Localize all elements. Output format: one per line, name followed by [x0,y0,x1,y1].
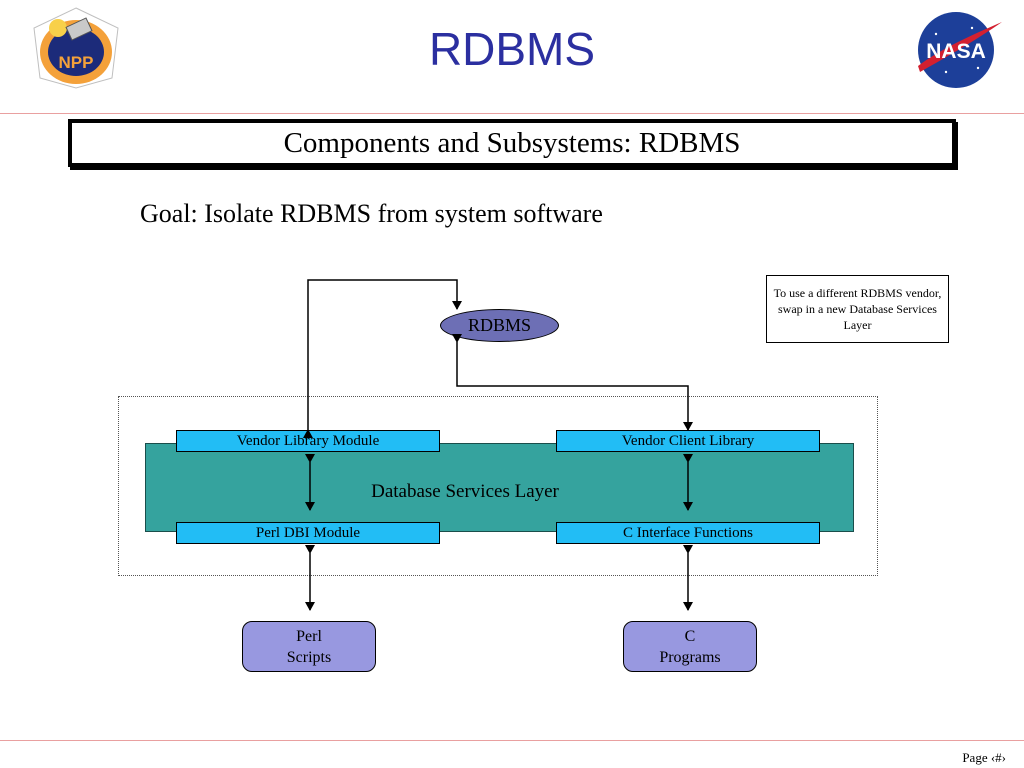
nasa-logo: NASA [912,8,1004,90]
database-services-layer [145,443,854,532]
perl-dbi-module: Perl DBI Module [176,522,440,544]
c-programs-node: C Programs [623,621,757,672]
slide-title: RDBMS [428,23,596,75]
perl-scripts-line-1: Perl [296,627,322,645]
subtitle-text: Components and Subsystems: RDBMS [283,126,741,159]
perl-scripts-line-2: Scripts [286,648,332,666]
page-number: Page ‹#› [962,750,1006,765]
npp-logo: NPP [30,6,122,90]
nasa-logo-text: NASA [926,40,986,63]
perl-dbi-module-label: Perl DBI Module [255,524,361,541]
goal-text: Goal: Isolate RDBMS from system software [140,199,603,228]
subtitle-box: Components and Subsystems: RDBMS [68,119,956,167]
rdbms-node-label: RDBMS [467,315,532,335]
arrow-vendor-library-rdbms [303,279,462,438]
c-programs-line-1: C [684,627,696,645]
arrow-rdbms-vendor-client [452,334,693,431]
c-interface-functions-label: C Interface Functions [623,524,753,541]
c-interface-functions: C Interface Functions [556,522,820,544]
c-programs-line-2: Programs [659,648,721,666]
database-services-layer-label: Database Services Layer [371,481,559,502]
npp-logo-text: NPP [59,53,94,72]
footer-divider [0,740,1024,741]
vendor-swap-note-text: To use a different RDBMS vendor, swap in… [773,286,942,332]
header-divider [0,113,1024,114]
vendor-client-library-label: Vendor Client Library [621,432,755,449]
vendor-swap-note: To use a different RDBMS vendor, swap in… [766,275,949,343]
perl-scripts-node: Perl Scripts [242,621,376,672]
